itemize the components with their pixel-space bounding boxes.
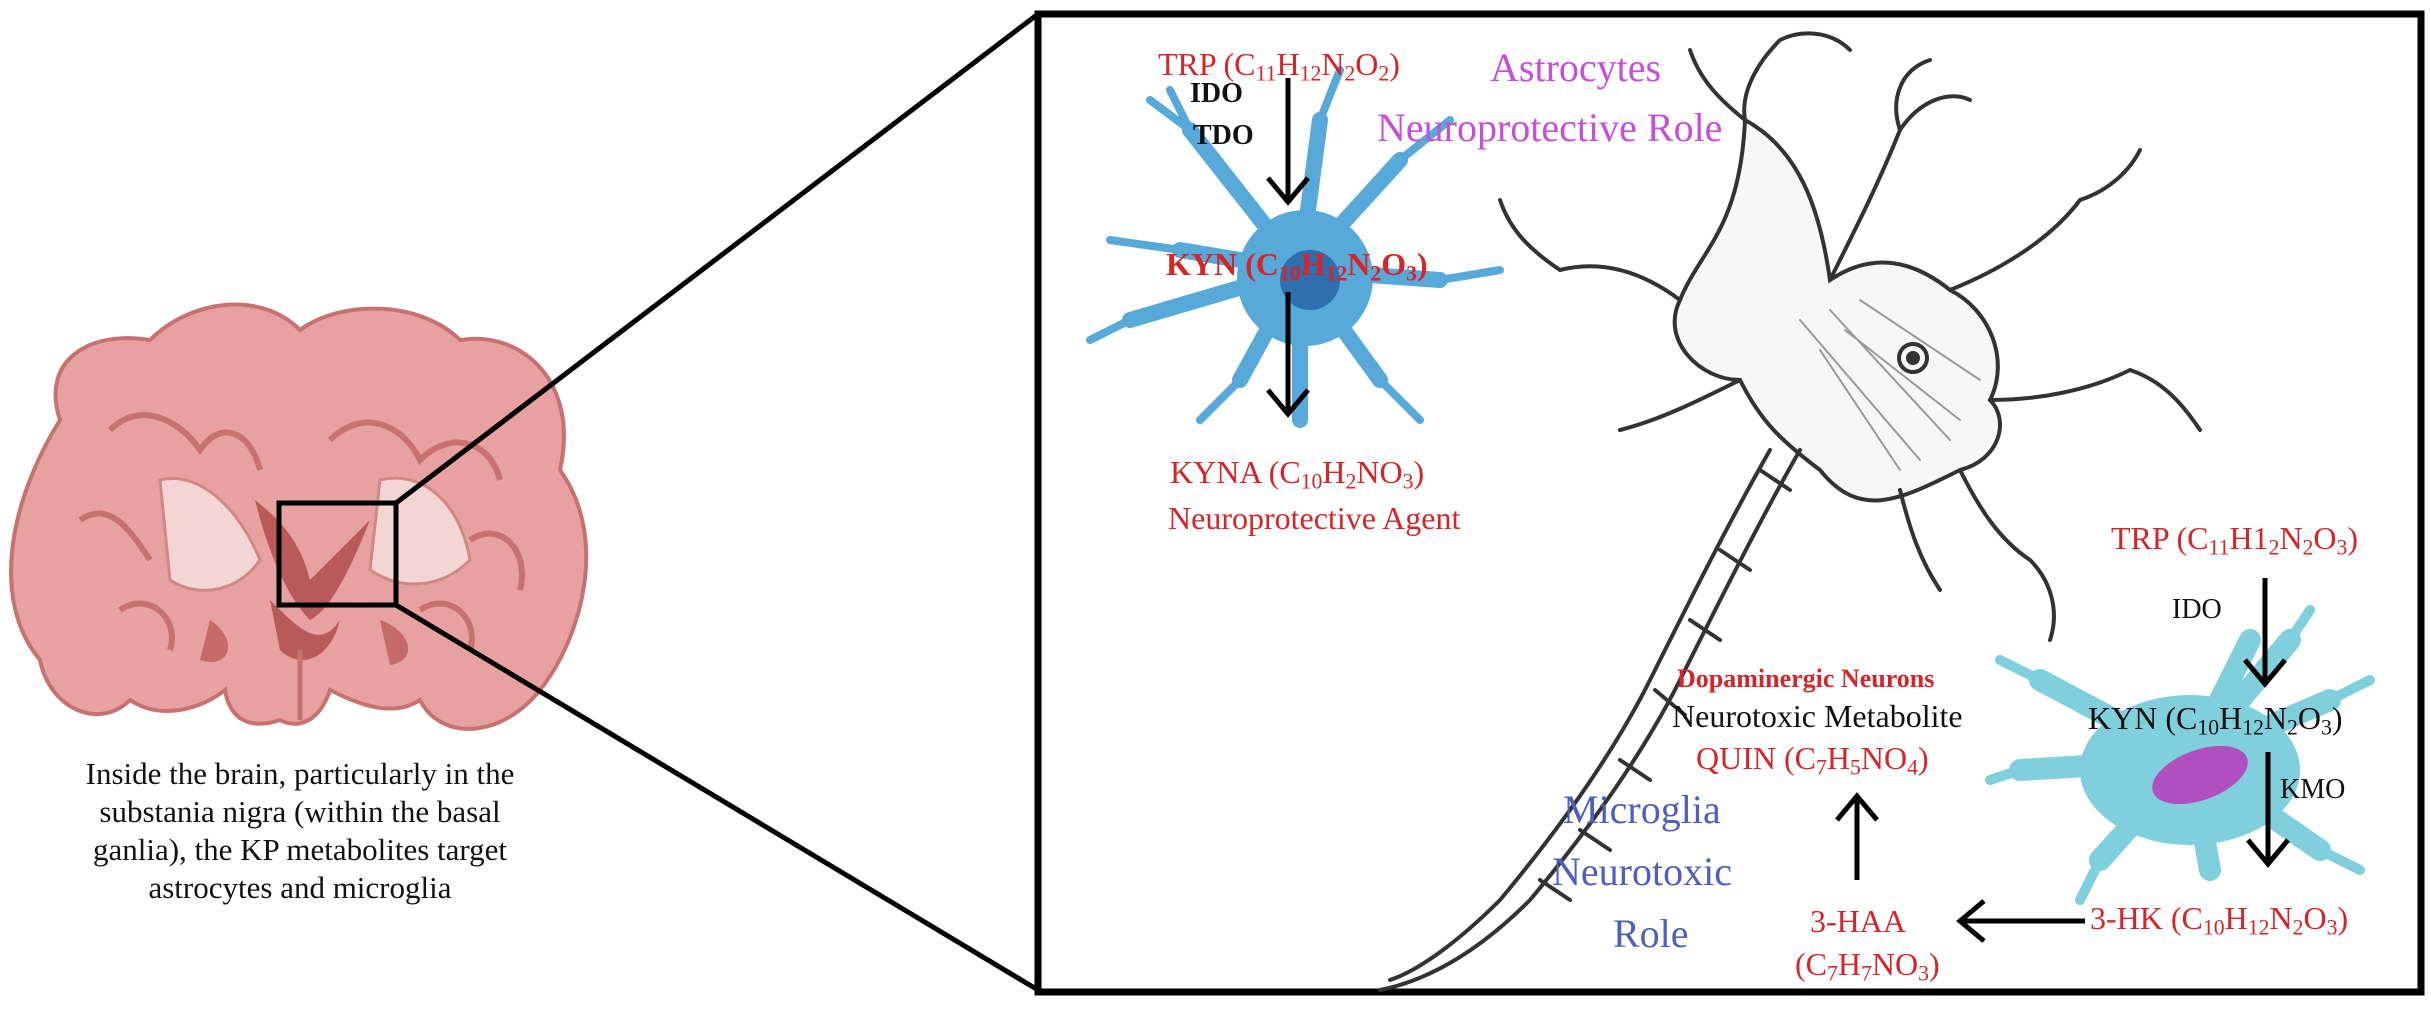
arrowhead-kyn-to-kyna: [1266, 388, 1310, 418]
arrowhead-trp-to-kyn-astro: [1266, 176, 1310, 206]
astro-kyn-label: KYN (C10H12N2O3): [1166, 246, 1428, 286]
arrowhead-3hk-to-3haa: [1956, 899, 1986, 943]
astro-role-line2: Neuroprotective Role: [1377, 105, 1723, 150]
arrowhead-kyn-to-3hk: [2246, 838, 2290, 868]
micro-kyn-label: KYN (C10H12N2O3): [2088, 700, 2343, 740]
micro-enzyme-kmo: KMO: [2280, 774, 2346, 805]
astro-role-line1: Astrocytes: [1490, 45, 1662, 90]
micro-enzyme-ido: IDO: [2172, 594, 2222, 625]
micro-target-label: Dopaminergic Neurons: [1677, 664, 1935, 693]
arrowhead-trp-to-kyn-micro: [2243, 658, 2287, 688]
micro-3haa-label: 3-HAA: [1810, 903, 1906, 939]
microglia-nucleus: [2152, 745, 2248, 805]
astrocyte-nucleus: [1280, 250, 1340, 310]
micro-3hk-label: 3-HK (C10H12N2O3): [2090, 900, 2349, 940]
zoom-line-top: [394, 12, 1040, 505]
micro-role-line1: Microglia: [1563, 787, 1721, 832]
micro-metabolite-role: Neurotoxic Metabolite: [1672, 698, 1963, 734]
astro-kyna-label: KYNA (C10H2NO3): [1170, 454, 1425, 494]
brain-coronal-section: [9, 302, 589, 731]
region-highlight-box: [276, 500, 399, 608]
micro-role-line3: Role: [1613, 911, 1689, 956]
micro-quin-label: QUIN (C7H5NO4): [1696, 740, 1929, 780]
zoom-line-bottom: [394, 602, 1040, 993]
micro-role-line2: Neurotoxic: [1552, 849, 1732, 894]
arrowhead-3haa-to-quin: [1835, 792, 1879, 822]
neuron-illustration: [1378, 31, 2202, 992]
brain-caption: Inside the brain, particularly in the su…: [85, 756, 515, 905]
micro-trp-label: TRP (C11H12N2O3): [2111, 520, 2359, 560]
astro-trp-label: TRP (C11H12N2O2): [1158, 46, 1400, 86]
astro-kyna-role: Neuroprotective Agent: [1168, 500, 1461, 536]
astro-enzyme-ido: IDO: [1190, 78, 1243, 109]
astro-enzyme-tdo: TDO: [1193, 120, 1254, 151]
micro-3haa-formula: (C7H7NO3): [1795, 946, 1940, 986]
